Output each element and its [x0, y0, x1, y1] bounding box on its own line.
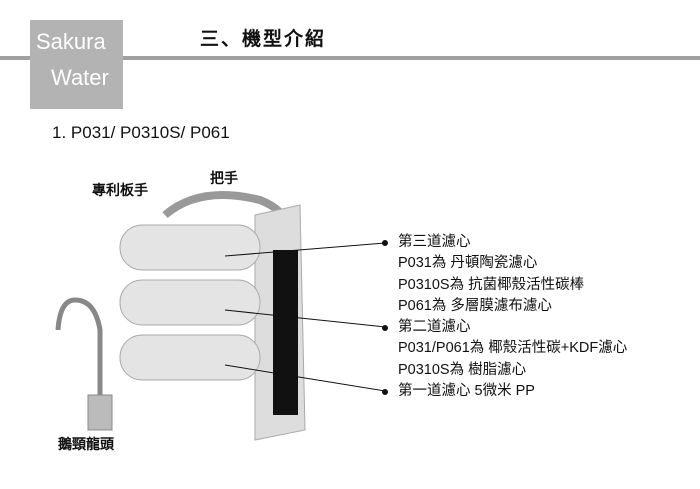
faucet-shape — [55, 297, 103, 400]
list-item: P0310S為 樹脂濾心 — [398, 361, 527, 378]
filter-cartridges — [119, 224, 261, 381]
list-item: P0310S為 抗菌椰殼活性碳棒 — [398, 276, 585, 293]
handle-label: 把手 — [210, 171, 238, 187]
header-rule — [0, 56, 700, 60]
logo-line1: Sakura — [36, 29, 106, 54]
list-item: 第一道濾心 5微米 PP — [382, 381, 627, 402]
filter-description-list: 第三道濾心 P031為 丹頓陶瓷濾心 P0310S為 抗菌椰殼活性碳棒 P061… — [382, 232, 627, 402]
list-item: P031為 丹頓陶瓷濾心 — [398, 255, 538, 272]
logo-line2: Water — [51, 65, 109, 90]
list-item: P031/P061為 椰殼活性碳+KDF濾心 — [398, 340, 628, 357]
list-item: P061為 多層膜濾布濾心 — [398, 297, 552, 314]
list-item: 第三道濾心 — [382, 232, 627, 253]
wrench-label: 專利板手 — [92, 183, 148, 199]
section-title: 三、機型介紹 — [200, 28, 327, 50]
logo: Sakura Water — [30, 20, 123, 109]
model-heading: 1. P031/ P0310S/ P061 — [52, 123, 230, 142]
faucet-label: 鵝頸龍頭 — [58, 437, 114, 453]
housing-window — [273, 250, 298, 415]
list-item: 第二道濾心 — [382, 317, 627, 338]
